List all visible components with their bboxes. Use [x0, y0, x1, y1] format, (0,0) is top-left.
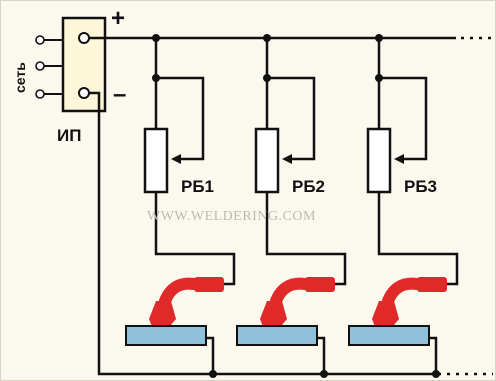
station-2-ground-junction [320, 370, 328, 378]
welding-stations: РБ1 РБ2 РБ3 [125, 34, 459, 378]
station-3-wiper-shunt [379, 76, 428, 161]
mains-terminal-2 [35, 61, 45, 71]
station-3-ballast-label: РБ3 [404, 177, 437, 196]
station-3-torch-electrode-holder [372, 301, 399, 332]
station-3-torch-handle [417, 277, 447, 292]
mains-terminal-1 [35, 35, 45, 45]
minus-sign: – [113, 81, 126, 108]
station-3-workpiece [348, 325, 430, 346]
station-1-torch-handle [194, 277, 224, 292]
station-3-ballast-resistor [366, 127, 392, 194]
station-3-torch-lead [377, 192, 459, 286]
station-2-wiper-shunt [267, 76, 316, 161]
station-3-wiper-arrow [394, 154, 404, 164]
negative-return-wire [89, 91, 441, 376]
station-1-torch-neck [159, 277, 200, 307]
power-supply-label: ИП [57, 126, 81, 145]
station-2-workpiece [236, 325, 318, 346]
station-1-wiper-shunt [156, 76, 205, 161]
plus-sign: + [111, 5, 125, 32]
station-1-ground-wire [206, 336, 215, 374]
station-1-torch-lead [154, 192, 236, 286]
station-2-torch-handle [305, 277, 335, 292]
station-2-wiper-arrow [282, 154, 292, 164]
station-2-ground-wire [317, 336, 326, 374]
station-2-torch-electrode-holder [260, 301, 287, 332]
station-1-workpiece [125, 325, 207, 346]
supply-terminal-minus [78, 87, 90, 99]
station-1-ballast-resistor [143, 127, 169, 194]
station-2-ballast-label: РБ2 [292, 177, 325, 196]
station-3-ground-wire [429, 336, 438, 374]
station-1-ballast-label: РБ1 [181, 177, 214, 196]
station-1-ground-junction [209, 370, 217, 378]
station-2-torch-lead [265, 192, 347, 286]
station-2-ballast-resistor [254, 127, 280, 194]
supply-terminal-plus [78, 32, 90, 44]
station-2-torch-neck [270, 277, 311, 307]
network-label: сеть [12, 62, 28, 93]
station-1-torch-electrode-holder [149, 301, 176, 332]
watermark: WWW.WELDERING.COM [147, 209, 316, 224]
station-3-torch-neck [382, 277, 423, 307]
mains-terminal-3 [35, 89, 45, 99]
station-1-wiper-arrow [171, 154, 181, 164]
station-3-ground-junction [432, 370, 440, 378]
